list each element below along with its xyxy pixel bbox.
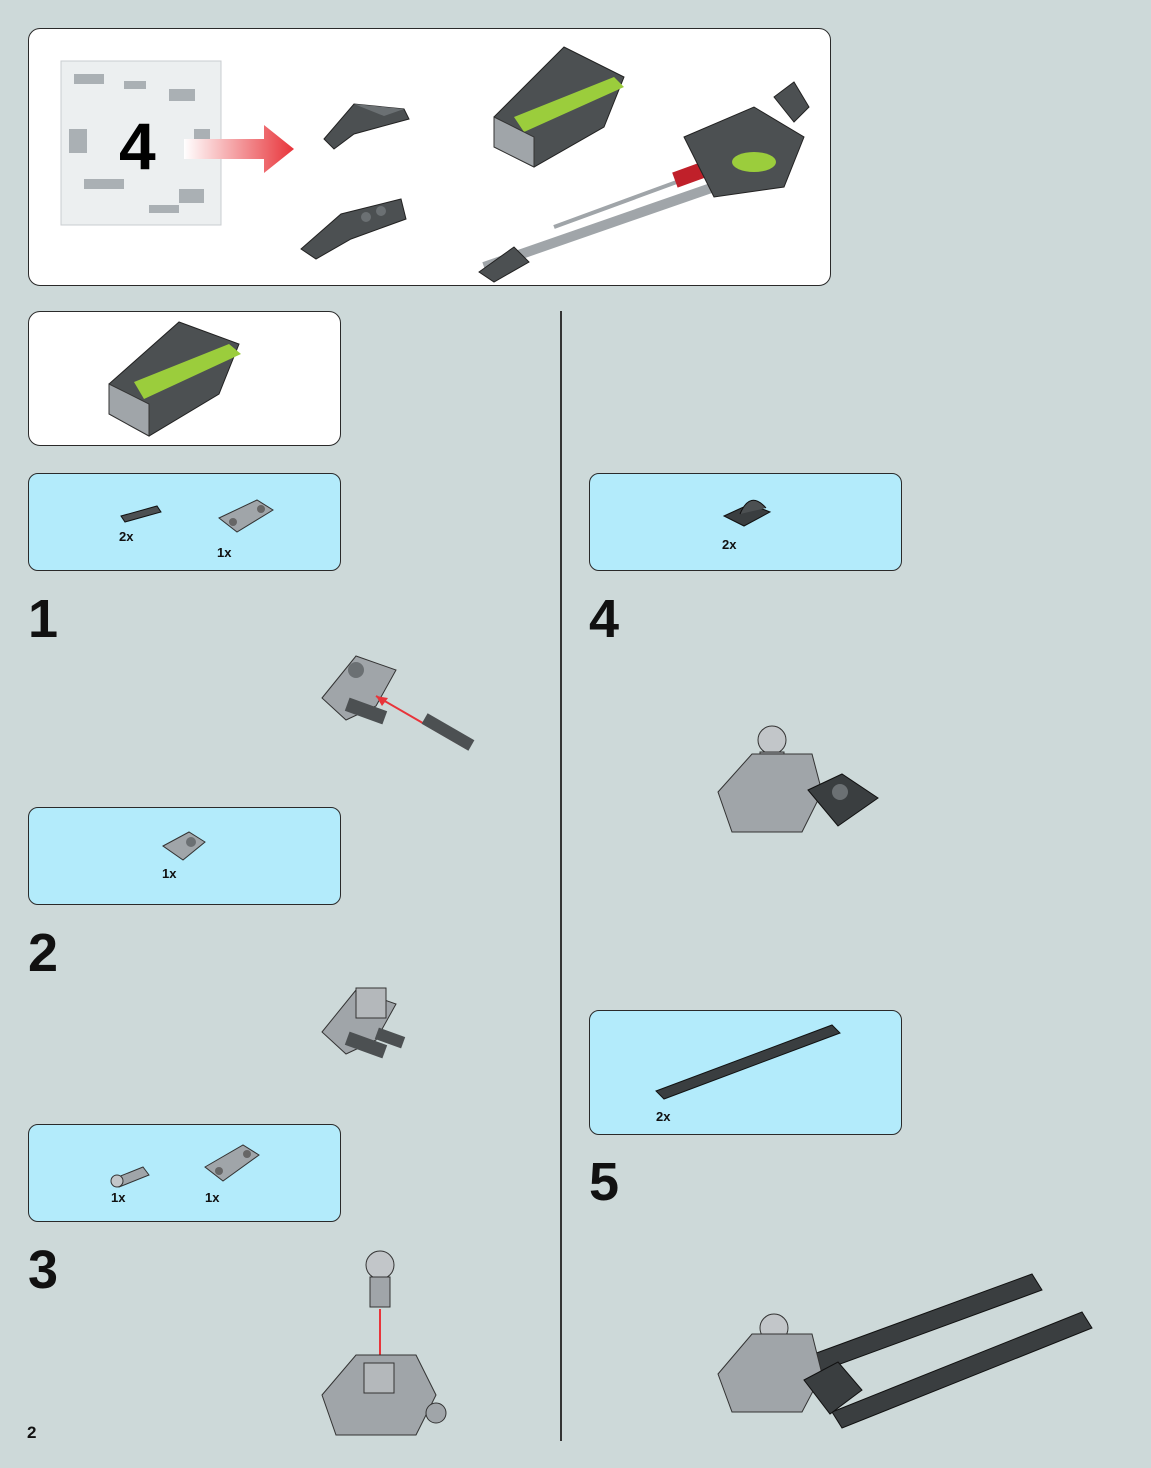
part-quantity: 2x (119, 529, 133, 544)
parts-list-step-3: 1x 1x (28, 1124, 341, 1222)
part-quantity: 2x (722, 537, 736, 552)
wing-assembly-image (314, 94, 434, 154)
axle-pin-part-icon (119, 504, 169, 524)
body-assembly-image (99, 314, 299, 444)
parts-list-step-2: 1x (28, 807, 341, 905)
step-5-assembly-image (712, 1262, 1102, 1442)
liftarm-part-icon (203, 1141, 263, 1186)
arrow-right-icon (184, 119, 314, 179)
plate-1x10-part-icon (654, 1021, 844, 1101)
step-number: 4 (589, 592, 619, 646)
step-number: 2 (28, 926, 58, 980)
plate-with-clip-part-icon (720, 490, 775, 530)
step-number: 3 (28, 1243, 58, 1297)
wing-assembly-image-2 (291, 189, 421, 269)
part-quantity: 1x (162, 866, 176, 881)
step-number: 1 (28, 592, 58, 646)
step-3-assembly-image (316, 1245, 466, 1445)
step-4-assembly-image (712, 722, 892, 842)
part-quantity: 1x (205, 1190, 219, 1205)
ball-joint-part-icon (109, 1163, 154, 1193)
bag-number: 4 (119, 113, 156, 179)
bag-overview-callout: 4 (28, 28, 831, 286)
parts-list-step-5: 2x (589, 1010, 902, 1135)
step-1-assembly-image (316, 648, 486, 768)
speeder-bike-image (474, 77, 814, 277)
step-number: 5 (589, 1155, 619, 1209)
parts-list-step-1: 2x 1x (28, 473, 341, 571)
column-divider (560, 311, 562, 1441)
pin-connector-part-icon (159, 828, 209, 863)
part-quantity: 1x (217, 545, 231, 560)
page-number: 2 (27, 1423, 36, 1443)
part-quantity: 1x (111, 1190, 125, 1205)
step-2-assembly-image (316, 982, 416, 1072)
liftarm-part-icon (217, 496, 277, 536)
part-quantity: 2x (656, 1109, 670, 1124)
subassembly-callout (28, 311, 341, 446)
parts-list-step-4: 2x (589, 473, 902, 571)
